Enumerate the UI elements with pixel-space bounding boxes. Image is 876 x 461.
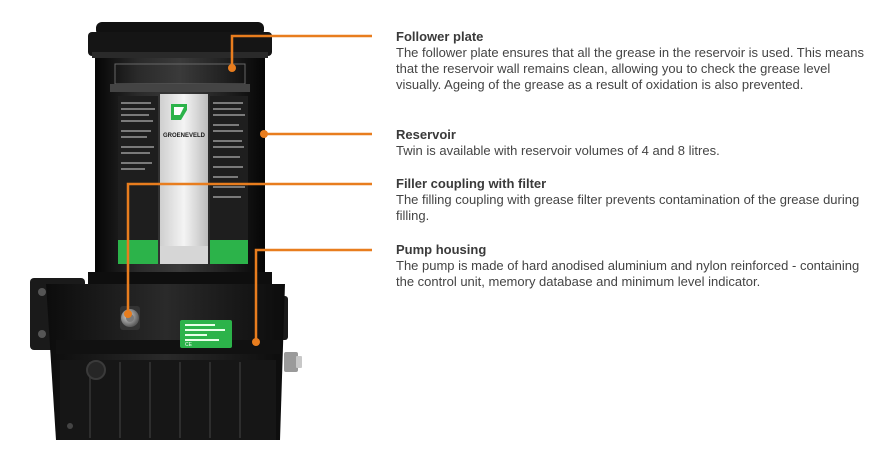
- callout-text: The pump is made of hard anodised alumin…: [396, 258, 860, 289]
- brand-logo: [171, 104, 187, 120]
- filler-coupling: [120, 306, 140, 330]
- mounting-hole-icon: [38, 288, 46, 296]
- pump-housing: CE: [30, 272, 302, 440]
- reservoir-cap: [88, 22, 272, 58]
- callout-title: Pump housing: [396, 242, 487, 257]
- connector-fitting-icon: [284, 352, 302, 372]
- callout-title: Filler coupling with filter: [396, 176, 547, 191]
- callout-leaders: [126, 34, 372, 342]
- leader-follower-plate: [230, 34, 372, 68]
- ce-mark-icon: CE: [185, 342, 193, 348]
- callout-pump-housing: Pump housing The pump is made of hard an…: [396, 242, 866, 290]
- leader-dot: [124, 310, 132, 318]
- brand-name: GROENEVELD: [163, 133, 206, 139]
- drain-plug-icon: [86, 360, 106, 380]
- leader-dot: [260, 130, 268, 138]
- leader-pump-housing: [254, 248, 372, 342]
- callout-follower-plate: Follower plate The follower plate ensure…: [396, 29, 866, 93]
- callout-text: The filling coupling with grease filter …: [396, 192, 860, 223]
- callout-title: Reservoir: [396, 127, 456, 142]
- callout-text: The follower plate ensures that all the …: [396, 45, 864, 92]
- mounting-hole-icon: [38, 330, 46, 338]
- callout-reservoir: Reservoir Twin is available with reservo…: [396, 127, 866, 159]
- leader-filler-coupling: [126, 182, 372, 314]
- reservoir-label: [160, 94, 208, 264]
- callout-title: Follower plate: [396, 29, 484, 44]
- callout-text: Twin is available with reservoir volumes…: [396, 143, 720, 158]
- leader-dot: [228, 64, 236, 72]
- leader-dot: [252, 338, 260, 346]
- callout-filler-coupling: Filler coupling with filter The filling …: [396, 176, 866, 224]
- reservoir: GROENEVELD: [95, 58, 265, 278]
